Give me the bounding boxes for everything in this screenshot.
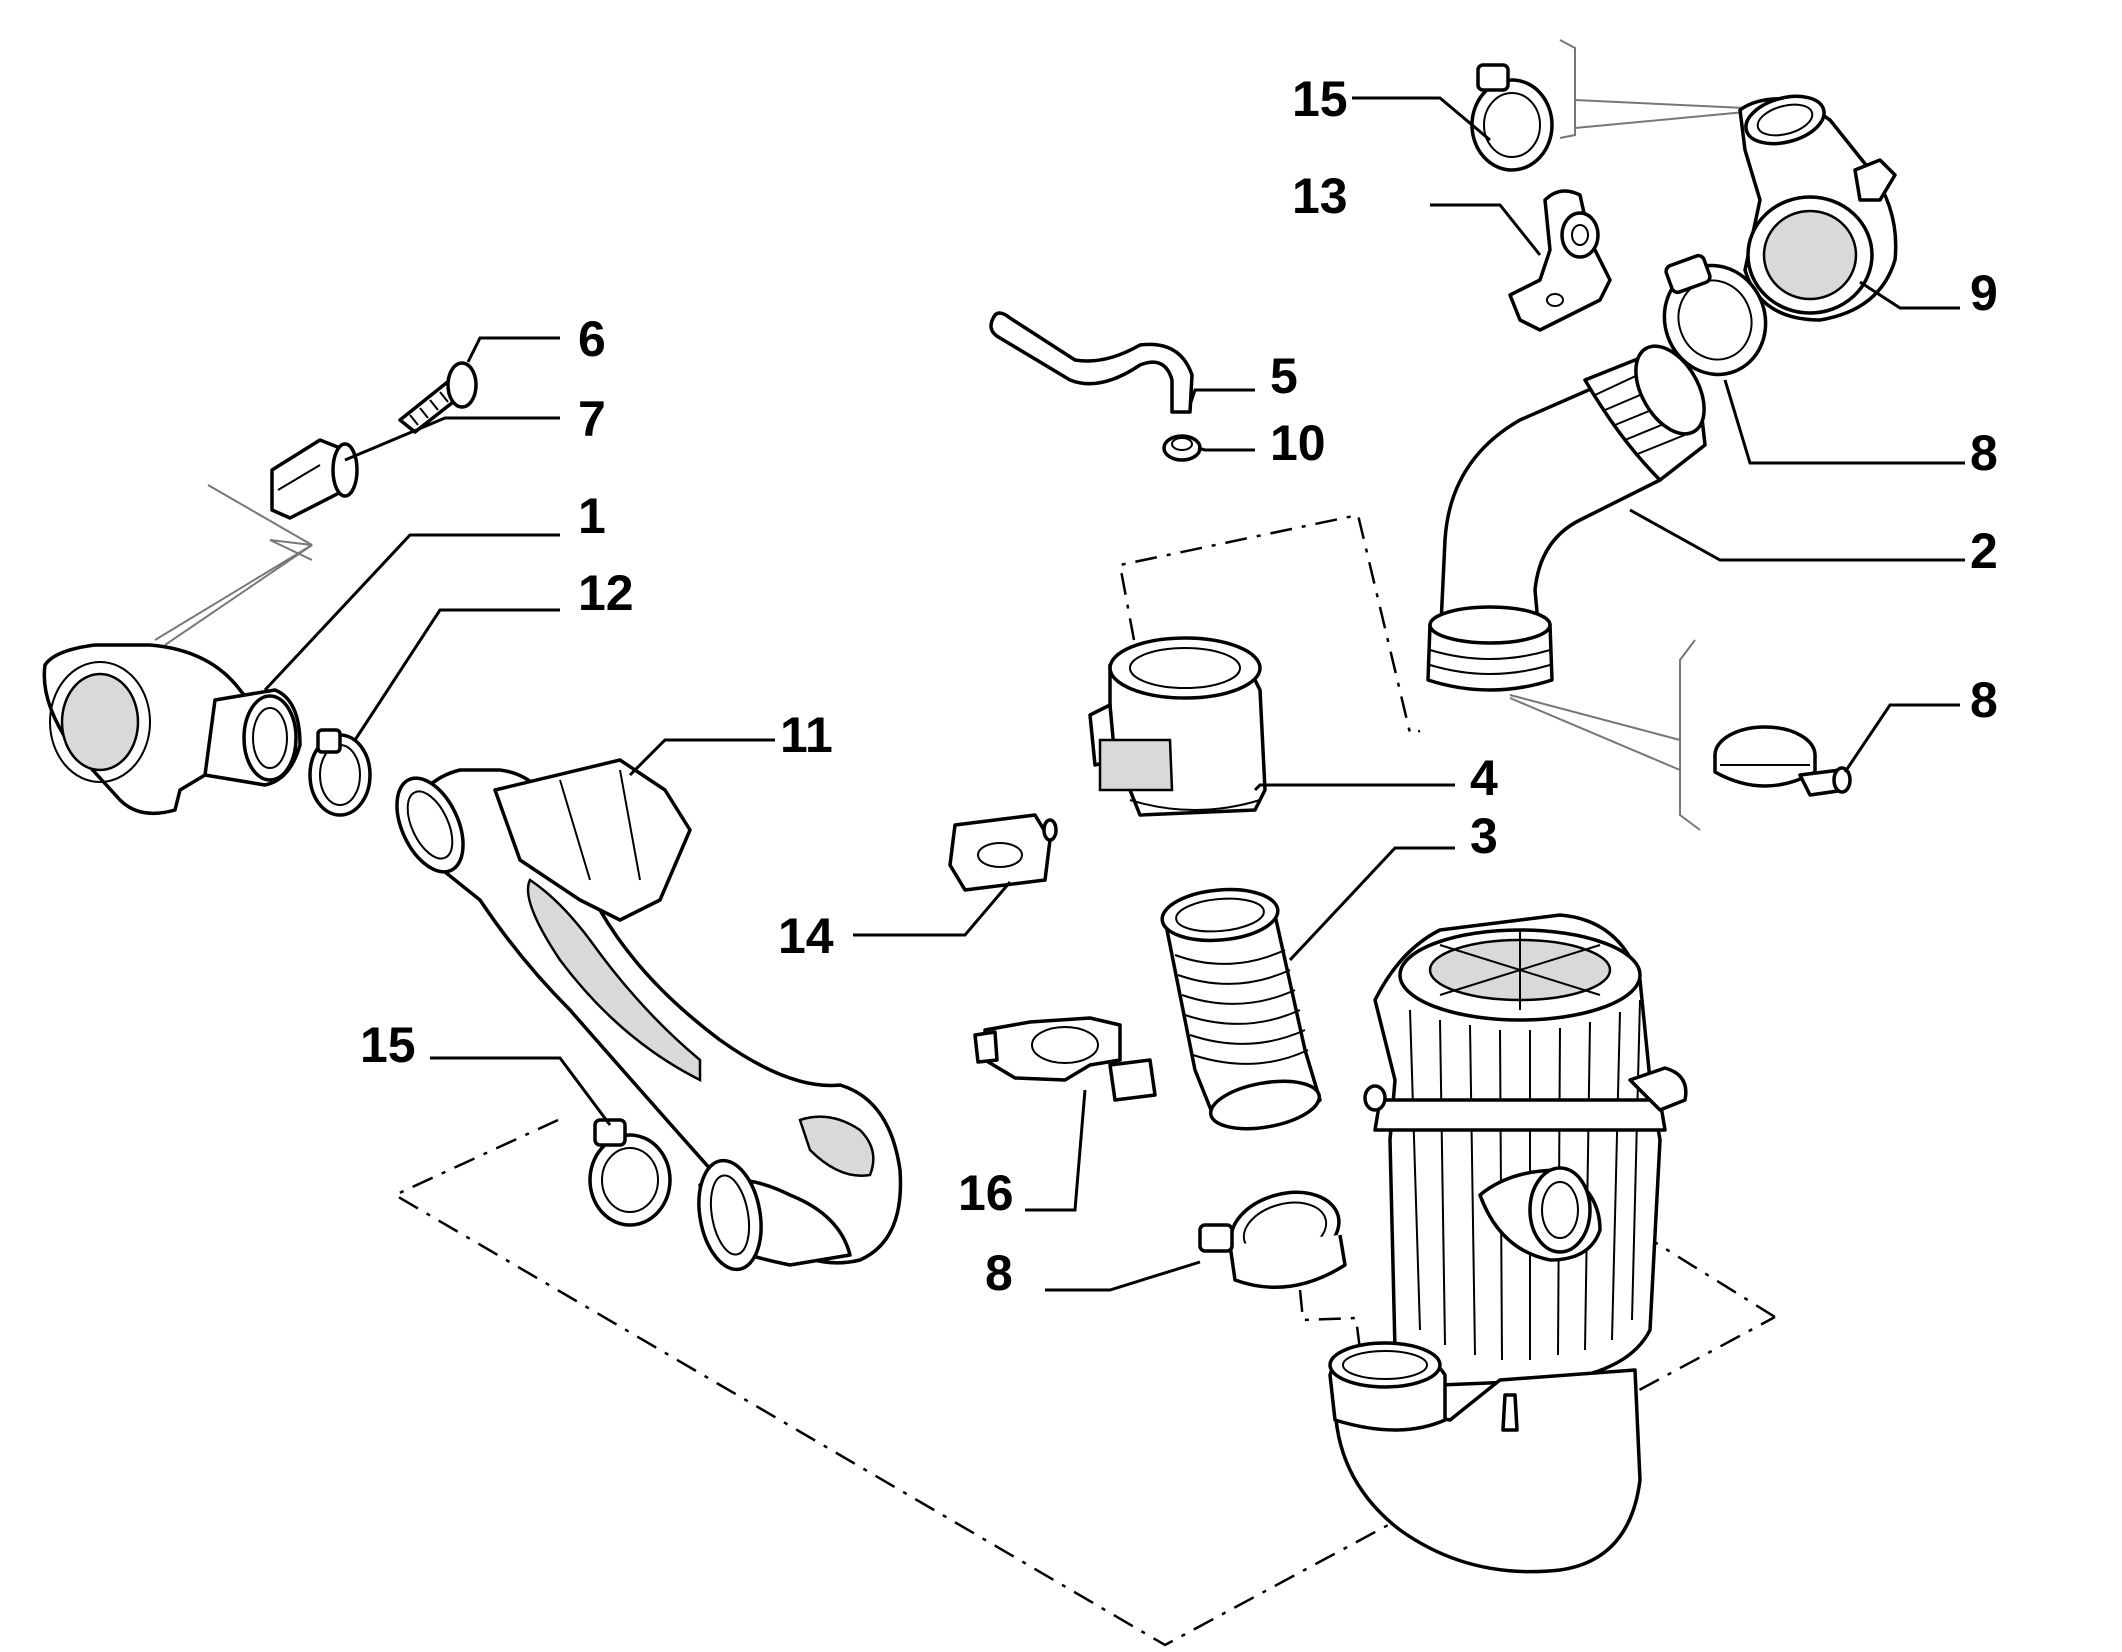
callout-6: 6 <box>578 311 606 367</box>
callout-9: 9 <box>1970 265 1998 321</box>
air-filter-housing <box>1328 913 1688 1574</box>
part-12-small-clamp <box>308 728 372 817</box>
part-11-intake-duct <box>395 758 903 1272</box>
leader-lines <box>263 96 1965 1292</box>
callout-15-lower: 15 <box>360 1017 416 1073</box>
callout-1: 1 <box>578 488 606 544</box>
part-8-clamp-upper <box>1662 253 1768 377</box>
callout-5: 5 <box>1270 348 1298 404</box>
callout-16: 16 <box>958 1165 1014 1221</box>
part-15-clamp-lower <box>588 1118 672 1227</box>
callout-10: 10 <box>1270 415 1326 471</box>
callout-15-upper: 15 <box>1292 71 1348 127</box>
callout-2: 2 <box>1970 523 1998 579</box>
callout-3: 3 <box>1470 808 1498 864</box>
callout-labels: 15 13 6 7 1 12 11 9 5 10 8 2 8 4 3 14 16… <box>360 71 1998 1301</box>
part-9-elbow <box>1738 94 1898 322</box>
callout-8-upper: 8 <box>1970 425 1998 481</box>
callout-4: 4 <box>1470 750 1498 806</box>
part-13-bracket <box>1508 189 1612 332</box>
reference-lines <box>154 39 1746 831</box>
callout-8-right: 8 <box>1970 672 1998 728</box>
callout-7: 7 <box>578 391 606 447</box>
part-7-clip <box>270 438 359 520</box>
part-10-clip <box>1162 434 1202 462</box>
part-5-breather-pipe <box>989 311 1194 414</box>
part-8-clamp-right <box>1713 725 1852 797</box>
callout-13: 13 <box>1292 168 1348 224</box>
part-3-corrugated-sleeve <box>1160 887 1322 1131</box>
part-14-seal-plate <box>948 813 1058 892</box>
part-16-support-clip <box>973 1016 1157 1102</box>
part-6-screw <box>398 361 478 434</box>
callout-8-lower: 8 <box>985 1245 1013 1301</box>
callout-11: 11 <box>780 707 833 763</box>
callout-12: 12 <box>578 565 634 621</box>
callout-14: 14 <box>778 908 834 964</box>
part-4-air-mass-meter <box>1088 636 1267 817</box>
part-15-clamp-upper <box>1470 63 1554 172</box>
part-8-clamp-lower <box>1198 1190 1347 1290</box>
part-1-intake-elbow <box>42 643 302 816</box>
part-2-curved-hose <box>1426 344 1707 692</box>
